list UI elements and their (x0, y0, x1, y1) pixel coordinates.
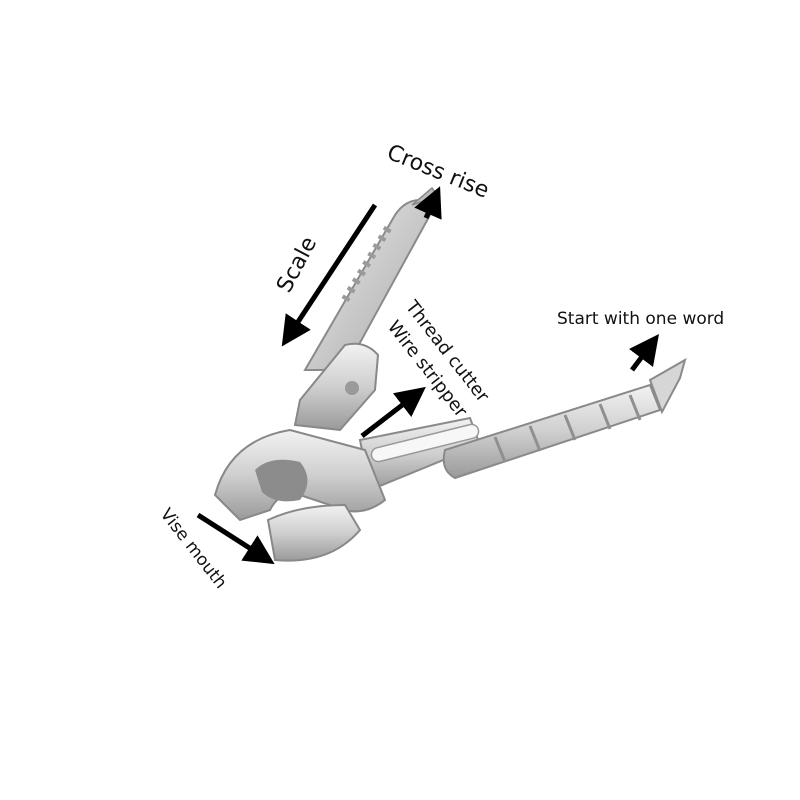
pivot-block (293, 342, 380, 432)
arrow-scale (281, 203, 378, 347)
lower-handle (358, 357, 687, 492)
arrow-cross-rise (414, 186, 442, 220)
arrow-start-with-one-word (629, 334, 659, 372)
annotation-arrows (196, 186, 659, 565)
arrow-vise-mouth (196, 512, 275, 565)
arrow-wire-stripper (360, 386, 426, 438)
vise-jaws (213, 428, 387, 562)
label-start-with-one-word: Start with one word (557, 309, 725, 329)
